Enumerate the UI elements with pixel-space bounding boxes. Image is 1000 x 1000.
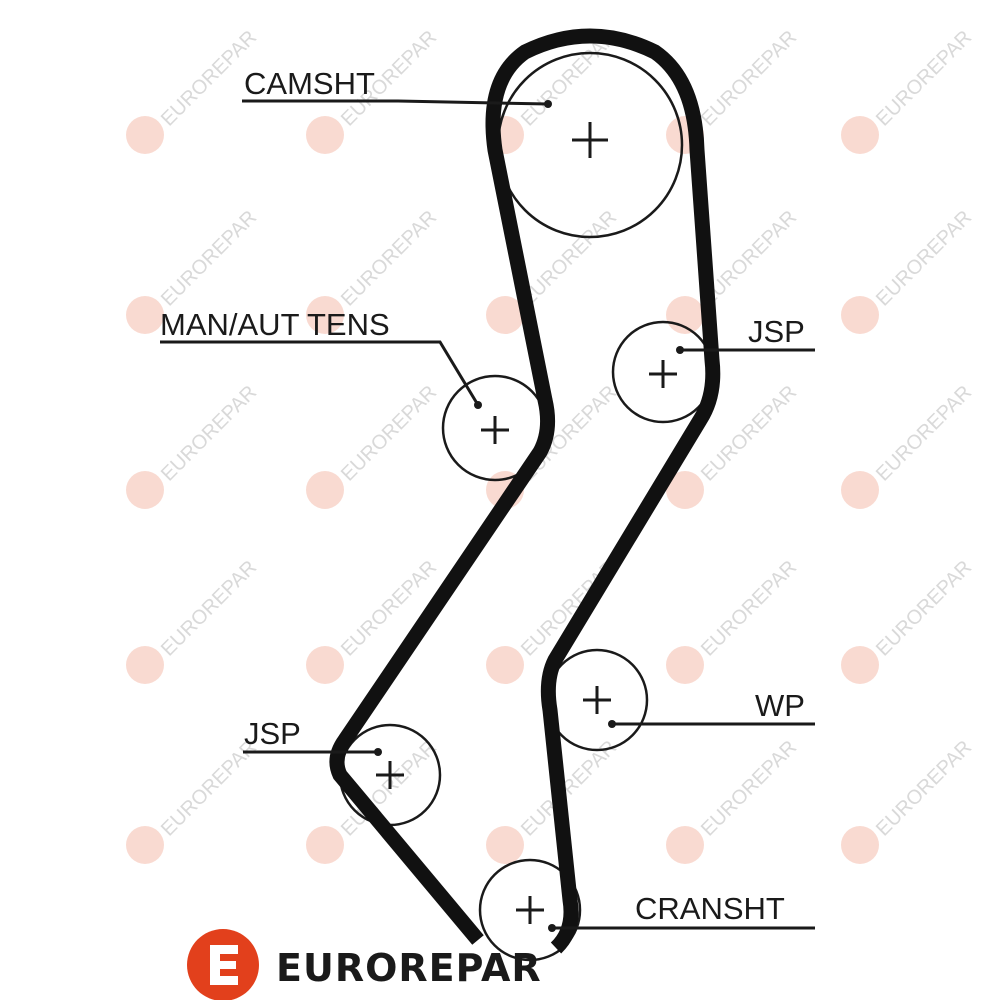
logo-e-glyph [210, 945, 238, 985]
water-pump-center-mark [583, 686, 611, 714]
watermark-logo-icon [841, 646, 879, 684]
watermark-logo-icon [306, 296, 344, 334]
watermark-logo-icon [306, 826, 344, 864]
watermark-text: EUROREPAR [872, 736, 976, 840]
watermark-logo-icon [126, 646, 164, 684]
brand-name: EUROREPAR [276, 946, 542, 990]
tensioner-leader-dot [474, 401, 482, 409]
watermark-logo-icon [666, 646, 704, 684]
watermark-logo-icon [841, 826, 879, 864]
watermark-logo-icon [486, 296, 524, 334]
tensioner-label: MAN/AUT TENS [160, 307, 390, 342]
water-pump-label: WP [755, 688, 805, 723]
watermark-logo-icon [306, 646, 344, 684]
idler-left-label: JSP [244, 716, 301, 751]
water-pump-leader-dot [608, 720, 616, 728]
watermark-text: EUROREPAR [697, 736, 801, 840]
watermark-text: EUROREPAR [517, 206, 621, 310]
crankshaft-center-mark [516, 896, 544, 924]
watermark-logo-icon [486, 826, 524, 864]
watermark-text: EUROREPAR [872, 26, 976, 130]
watermark-text: EUROREPAR [157, 556, 261, 660]
watermark-logo-icon [126, 826, 164, 864]
idler-right-center-mark [649, 360, 677, 388]
crankshaft-label: CRANSHT [635, 891, 785, 926]
watermark-logo-icon [126, 471, 164, 509]
watermark-logo-icon [306, 116, 344, 154]
watermark-text: EUROREPAR [697, 556, 801, 660]
watermark-text: EUROREPAR [157, 206, 261, 310]
camshaft-label: CAMSHT [244, 66, 375, 101]
crankshaft-pulley [478, 858, 582, 962]
watermark-text: EUROREPAR [157, 381, 261, 485]
idler-right-leader-dot [676, 346, 684, 354]
watermark-logo-icon [306, 471, 344, 509]
camshaft-center-mark [572, 122, 608, 158]
watermark-text: EUROREPAR [872, 381, 976, 485]
watermark-text: EUROREPAR [697, 26, 801, 130]
camshaft-leader [242, 99, 549, 106]
eurorepar-logo: EUROREPAR [187, 929, 542, 1000]
watermark-logo-icon [126, 296, 164, 334]
crankshaft-leader-dot [548, 924, 556, 932]
watermark-logo-icon [841, 116, 879, 154]
watermark-text: EUROREPAR [337, 206, 441, 310]
watermark-logo-icon [486, 646, 524, 684]
watermark-text: EUROREPAR [337, 381, 441, 485]
tensioner-center-mark [481, 416, 509, 444]
watermark-logo-icon [126, 116, 164, 154]
watermark-logo-icon [666, 471, 704, 509]
watermark-text: EUROREPAR [872, 206, 976, 310]
watermark-logo-icon [841, 296, 879, 334]
idler-left-center-mark [376, 761, 404, 789]
watermark-logo-icon [841, 471, 879, 509]
tensioner-leader [160, 340, 480, 406]
camshaft-leader-dot [544, 100, 552, 108]
watermark-logo-icon [666, 826, 704, 864]
watermark-text: EUROREPAR [872, 556, 976, 660]
idler-left-leader-dot [374, 748, 382, 756]
timing-belt [329, 28, 721, 954]
idler-right-label: JSP [748, 314, 805, 349]
